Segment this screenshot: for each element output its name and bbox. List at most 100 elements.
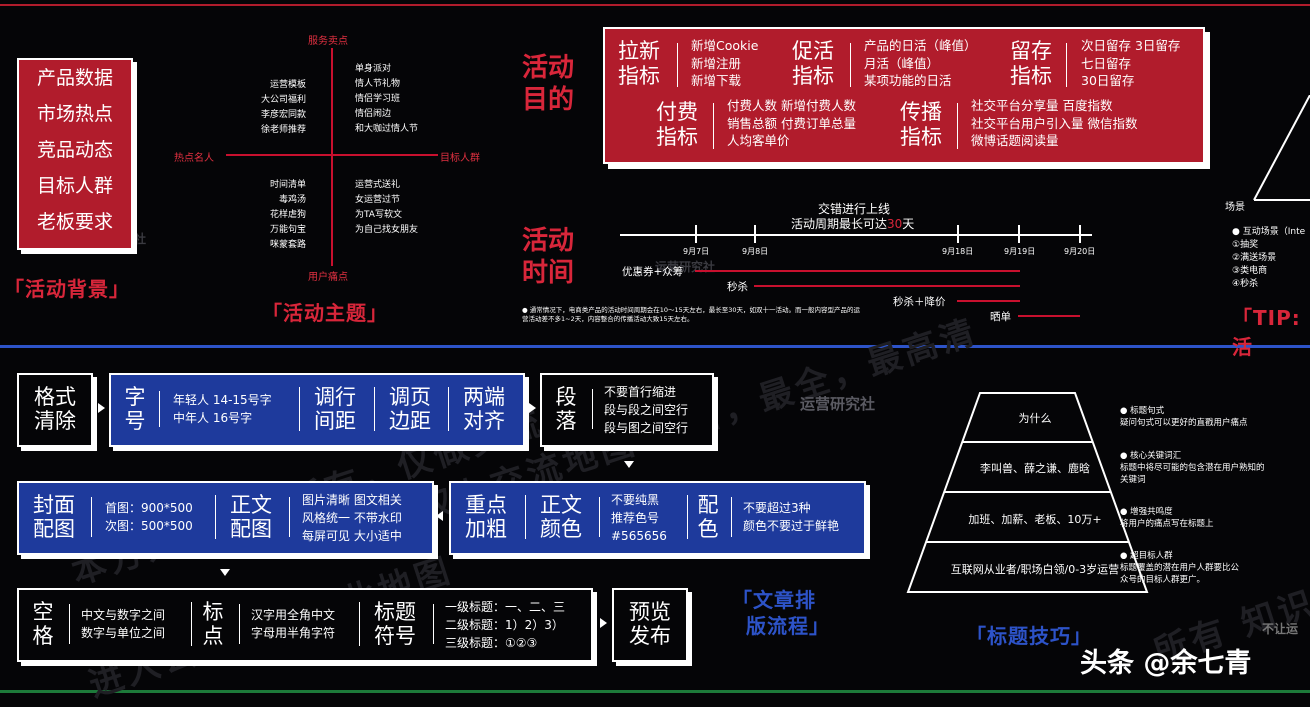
goal-label: 活动 目的	[522, 52, 574, 116]
paragraph-box: 段 落 不要首行缩进 段与段之间空行 段与图之间空行	[540, 373, 714, 447]
label-line: 标	[202, 600, 224, 624]
separator	[215, 495, 216, 539]
timeline-tick	[754, 225, 756, 243]
label-line: 字	[124, 385, 146, 409]
author-signature: 头条 @余七青	[1080, 648, 1252, 679]
format-clear-box: 格式 清除	[17, 373, 93, 447]
space-item: 数字与单位之间	[81, 626, 166, 640]
background-title: 「活动背景」	[4, 277, 130, 301]
bottom-border-line	[0, 690, 1310, 693]
quad-item: 情人节礼物	[355, 79, 401, 89]
font-items: 年轻人 14-15号字 中年人 16号字	[173, 391, 272, 427]
metric-item: 社交平台分享量 百度指数	[971, 98, 1113, 113]
quadrant-top-right: 单身派对 情人节礼物 情侣学习班 情侣闹边 和大咖过情人节	[355, 62, 418, 137]
quad-item: 咪蒙套路	[269, 240, 306, 250]
pyramid-note-2: ● 核心关键词汇 标题中将尽可能的包含潜在用户熟知的 关键词	[1120, 450, 1265, 486]
label-line: 加粗	[465, 517, 507, 541]
color-match-label: 配 色	[691, 493, 725, 541]
goal-label-line: 活动	[522, 53, 575, 83]
space-item: 中文与数字之间	[81, 608, 166, 622]
timeline-bar	[1018, 315, 1080, 317]
pay-label: 付费 指标	[652, 100, 702, 150]
metric-item: 月活（峰值）	[864, 55, 940, 71]
quad-item: 毒鸡汤	[278, 195, 306, 205]
timeline-note: ● 通常情况下，电商类产品的活动时间周期会在10～15天左右，最长至30天，如双…	[522, 306, 861, 323]
quad-item: 李彦宏同款	[260, 110, 306, 120]
watermark-brand-3: 运营研究社	[800, 395, 876, 413]
punctuation-items: 汉字用全角中文 字母用半角字符	[251, 606, 335, 642]
timeline-header-2: 活动周期最长可达30天	[791, 215, 914, 232]
tip-item: ①抽奖	[1232, 240, 1259, 250]
timeline-row-label: 秒杀	[727, 281, 748, 293]
quad-item: 为TA写软文	[355, 210, 402, 220]
quad-item: 情侣闹边	[355, 109, 392, 119]
cover-item: 次图：500*500	[105, 519, 193, 533]
title-pyramid	[906, 392, 1149, 593]
timeline-tick	[957, 225, 959, 243]
color-item: #565656	[611, 529, 667, 543]
metric-item: 销售总额 付费订单总量	[727, 115, 856, 131]
timeline-date: 9月18日	[942, 247, 974, 256]
tip-items: ● 互动场景（Inte ①抽奖 ②满送场景 ③类电商 ④秒杀	[1232, 226, 1305, 291]
flow-arrow-down-icon	[220, 569, 230, 576]
promo-label: 促活 指标	[788, 39, 838, 89]
label-line: 配	[697, 493, 719, 517]
heading-item: 三级标题：①②③	[445, 636, 538, 650]
punctuation-label: 标 点	[195, 600, 231, 648]
font-item: 年轻人 14-15号字	[173, 393, 272, 407]
publish-label: 预览 发布	[614, 600, 686, 648]
tip-item: ④秒杀	[1232, 279, 1259, 289]
label-line: 号	[124, 409, 146, 433]
header-number: 30	[887, 217, 903, 231]
quad-item: 和大咖过情人节	[355, 124, 419, 134]
metric-item: 付费人数 新增付费人数	[727, 98, 856, 113]
separator	[299, 387, 300, 431]
tip-title: 「TIP:活	[1232, 306, 1301, 359]
quadrant-top-left: 运营模板 大公司福利 李彦宏同款 徐老师推荐	[256, 78, 306, 138]
images-box: 封面 配图 首图：900*500 次图：500*500 正文 配图 图片清晰 图…	[17, 481, 434, 555]
middle-divider-line	[0, 345, 1310, 348]
pyramid-note-3: ● 增强共鸣度 将用户的痛点写在标题上	[1120, 506, 1214, 530]
quad-item: 情侣学习班	[355, 94, 401, 104]
note-line: 疑问句式可以更好的直戳用户痛点	[1120, 418, 1248, 428]
label-line: 对齐	[463, 409, 505, 433]
justify-label: 两端 对齐	[456, 385, 512, 433]
label-line: 边距	[389, 409, 431, 433]
timeline-bar	[957, 300, 1020, 302]
quadrant-bottom-right: 运营式送礼 女运营过节 为TA写软文 为自己找女朋友	[355, 178, 418, 238]
background-item: 市场热点	[36, 103, 113, 125]
quad-item: 时间清单	[269, 180, 306, 190]
metric-item: 七日留存	[1081, 55, 1132, 71]
note-line: ● 核心关键词汇	[1120, 451, 1182, 461]
note-line: 关键词	[1120, 475, 1146, 485]
separator	[525, 495, 526, 539]
paragraph-item: 段与图之间空行	[604, 421, 689, 435]
metric-item: 某项功能的日活	[864, 73, 952, 88]
pyramid-level-1: 为什么	[1018, 412, 1052, 425]
timeline-axis	[620, 234, 1092, 236]
pay-items: 付费人数 新增付费人数 销售总额 付费订单总量 人均客单价	[727, 97, 856, 150]
watermark-corner: 不让运	[1262, 622, 1299, 636]
background-item: 老板要求	[36, 211, 113, 233]
title-line: 「文章排	[732, 588, 816, 612]
quad-item: 运营式送礼	[355, 180, 401, 190]
box-label: 格式 清除	[19, 385, 91, 433]
label-line: 促活	[792, 39, 834, 63]
top-border-line	[0, 4, 1310, 6]
label-line: 间距	[314, 409, 356, 433]
metric-item: 新增注册	[691, 55, 742, 71]
label-line: 点	[202, 624, 224, 648]
quad-item: 花样虐狗	[269, 210, 306, 220]
flow-arrow-right-icon	[529, 403, 536, 413]
timeline-row-label: 优惠券+众筹	[622, 266, 684, 278]
promo-items: 产品的日活（峰值） 月活（峰值） 某项功能的日活	[864, 37, 977, 90]
label-line: 落	[555, 409, 577, 433]
separator	[957, 103, 958, 149]
timeline-row-label: 秒杀＋降价	[893, 296, 946, 308]
text-style-box: 重点 加粗 正文 颜色 不要纯黑 推荐色号 #565656 配 色 不要超过3种…	[449, 481, 866, 555]
metric-item: 次日留存 3日留存	[1081, 38, 1181, 53]
theme-horizontal-axis	[226, 154, 438, 156]
label-line: 留存	[1010, 39, 1052, 63]
time-label: 活动 时间	[522, 225, 574, 289]
note-line: ● 标题句式	[1120, 406, 1165, 416]
